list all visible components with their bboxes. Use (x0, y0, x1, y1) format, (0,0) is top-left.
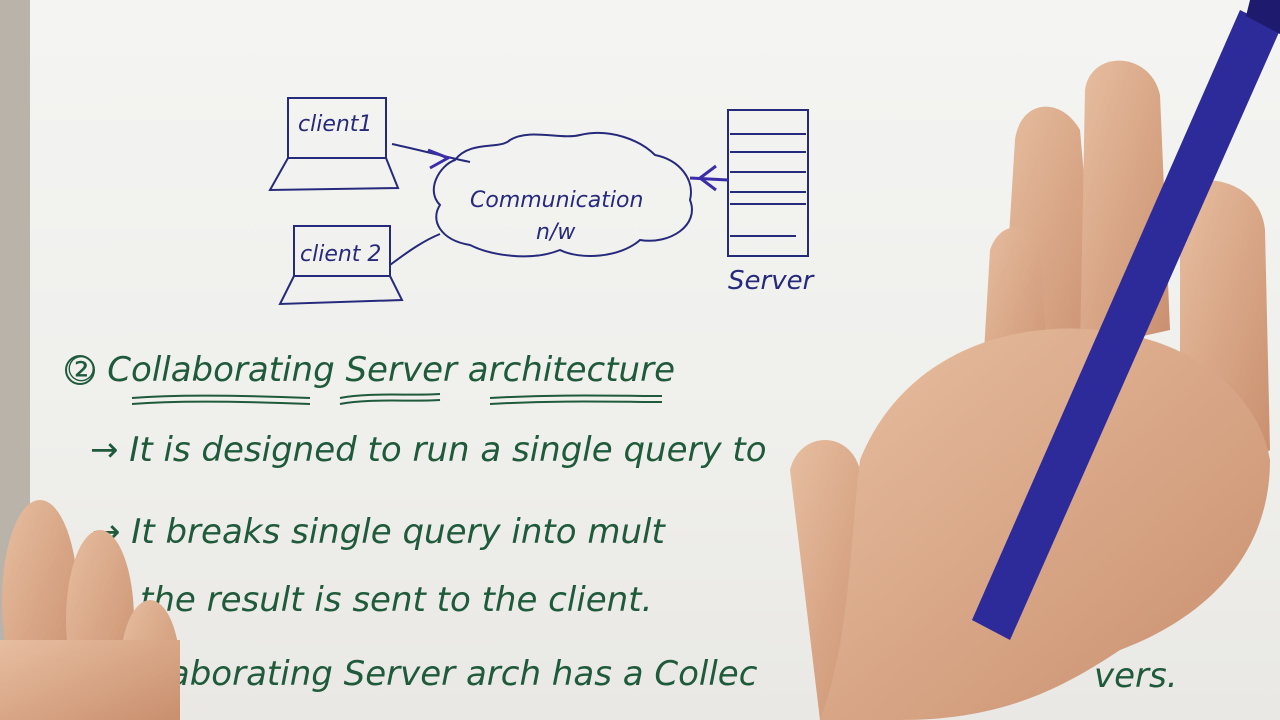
client2-label: client 2 (300, 242, 382, 267)
pen-image (972, 0, 1280, 640)
line-client2-to-network (389, 233, 441, 266)
server-label: Server (728, 266, 814, 296)
notes-line1: → It is designed to run a single query t… (90, 430, 767, 470)
notes-line4-a: llaborating Server arch has a Collec (150, 654, 758, 694)
arrow-server-to-network (689, 164, 729, 192)
client2-laptop-icon (278, 225, 404, 306)
left-hand-image (0, 500, 180, 720)
arrow-client1-to-network (391, 143, 471, 170)
notes-line2: → It breaks single query into mult (92, 512, 665, 552)
server-rack-icon (727, 109, 809, 257)
client1-label: client1 (298, 112, 373, 137)
notes-heading: ② Collaborating Server architecture (66, 350, 675, 390)
network-label-line2: n/w (536, 220, 576, 245)
notes-line3: the result is sent to the client. (140, 580, 653, 620)
heading-underline (131, 393, 663, 405)
network-label-line1: Communication (470, 188, 644, 213)
heading-number-circle (65, 355, 95, 385)
client1-laptop-icon (268, 97, 400, 192)
notes-line4-b: vers. (1094, 656, 1178, 696)
network-cloud-shape (432, 131, 693, 258)
